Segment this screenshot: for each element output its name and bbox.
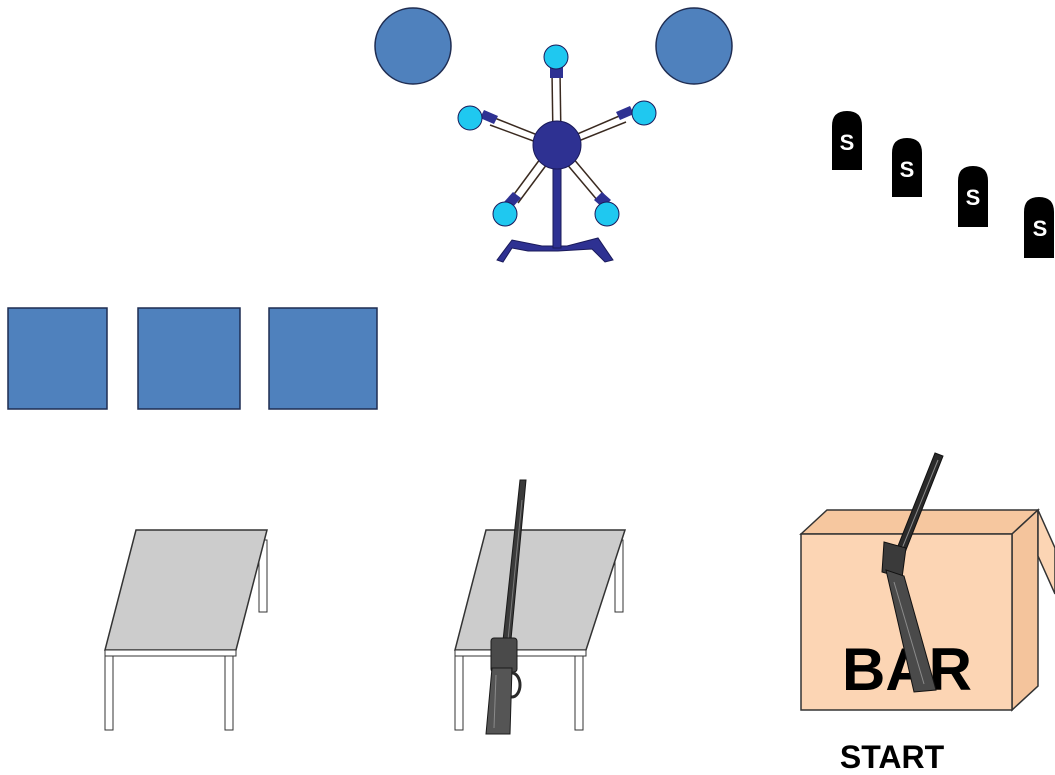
texas-star-target — [458, 45, 656, 262]
star-tip — [595, 202, 619, 226]
table-left — [105, 530, 267, 730]
steel-marker: S — [892, 138, 922, 197]
square-target-3 — [269, 308, 377, 409]
table-top — [105, 530, 267, 650]
star-hub — [533, 121, 581, 169]
star-collar — [616, 106, 634, 120]
steel-marker-label: S — [840, 130, 855, 155]
plate-right — [656, 8, 732, 84]
steel-marker-label: S — [966, 185, 981, 210]
steel-marker-label: S — [900, 157, 915, 182]
star-tip — [493, 202, 517, 226]
square-target-2 — [138, 308, 240, 409]
plate-left — [375, 8, 451, 84]
square-target-1 — [8, 308, 107, 409]
table-center — [455, 530, 625, 730]
box-flap — [1038, 510, 1055, 594]
steel-marker: S — [832, 111, 862, 170]
star-collar — [480, 110, 498, 124]
steel-marker: S — [1024, 197, 1054, 258]
start-label: START — [840, 739, 945, 775]
steel-marker: S — [958, 166, 988, 227]
steel-marker-label: S — [1033, 216, 1048, 241]
star-tip — [544, 45, 568, 69]
star-tip — [458, 106, 482, 130]
box-side — [1012, 510, 1038, 710]
table-top — [455, 530, 625, 650]
star-tip — [632, 101, 656, 125]
